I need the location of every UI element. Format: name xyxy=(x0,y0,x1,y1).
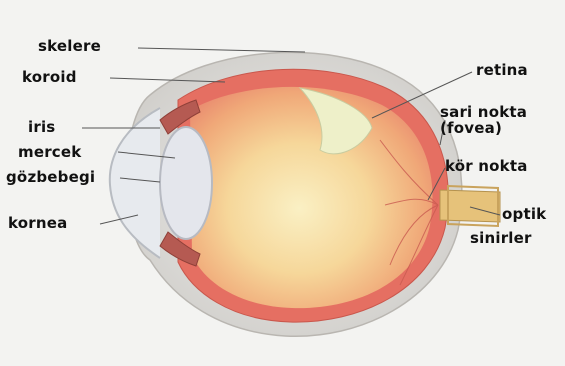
vitreous-body xyxy=(190,87,432,308)
label-kornea: kornea xyxy=(8,215,67,231)
label-mercek: mercek xyxy=(18,144,81,160)
label-sari-nokta-line1: sari nokta xyxy=(440,104,527,120)
label-skelere: skelere xyxy=(38,38,101,54)
label-sinirler: sinirler xyxy=(470,230,532,246)
label-kor-nokta: kör nokta xyxy=(445,158,528,174)
label-sari-nokta-line2: (fovea) xyxy=(440,120,527,136)
label-optik: optik xyxy=(502,206,546,222)
cornea-dome xyxy=(110,108,160,258)
lens-shape xyxy=(160,127,212,239)
label-sari-nokta: sari nokta (fovea) xyxy=(440,104,527,136)
label-gozbebegi: gözbebegi xyxy=(6,169,95,185)
label-iris: iris xyxy=(28,119,55,135)
label-koroid: koroid xyxy=(22,69,77,85)
label-retina: retina xyxy=(476,62,528,78)
